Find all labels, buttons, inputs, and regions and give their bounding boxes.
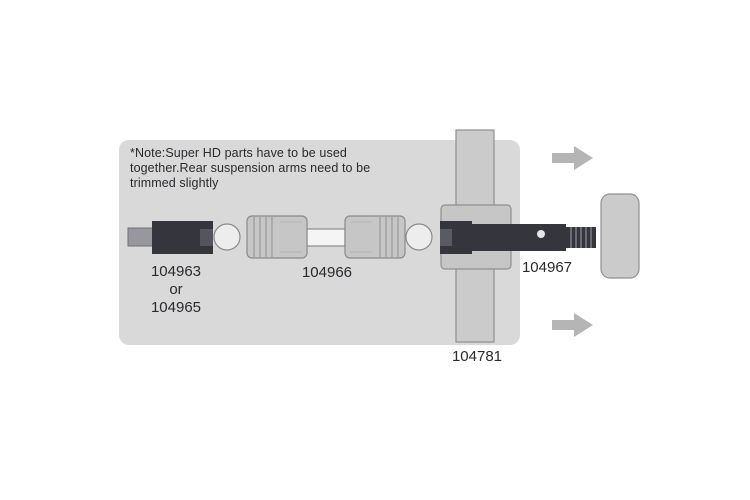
label-outdrive-number-1: 104963 (150, 263, 202, 280)
note-line-3: trimmed slightly (130, 176, 219, 190)
label-shaft-bar-part: 104781 (451, 348, 503, 365)
dogbone-center-shaft (306, 228, 346, 247)
direction-arrows (552, 146, 593, 337)
outdrive-cup-shape (127, 221, 213, 254)
label-dogbone-part: 104966 (301, 264, 353, 281)
axle-pin-hole (537, 230, 545, 238)
note-line-1: *Note:Super HD parts have to be used (130, 146, 347, 160)
dogbone-coupler-left (246, 215, 308, 259)
label-outdrive-number-2: 104965 (150, 299, 202, 316)
right-arrow-icon-top (552, 146, 593, 170)
dogbone-ball-right (405, 223, 433, 251)
wheel-hub-disc-shape (600, 193, 640, 279)
note-text: *Note:Super HD parts have to be used tog… (130, 146, 370, 191)
right-arrow-icon-bottom (552, 313, 593, 337)
label-axle-part: 104967 (521, 259, 573, 276)
dogbone-ball-left (213, 223, 241, 251)
dogbone-shaft-shape (213, 215, 433, 259)
label-outdrive-or: or (169, 281, 183, 298)
dogbone-coupler-right (344, 215, 406, 259)
label-outdrive-part: 104963 or 104965 (131, 263, 221, 317)
note-line-2: together.Rear suspension arms need to be (130, 161, 371, 175)
axle-shape (440, 221, 596, 254)
